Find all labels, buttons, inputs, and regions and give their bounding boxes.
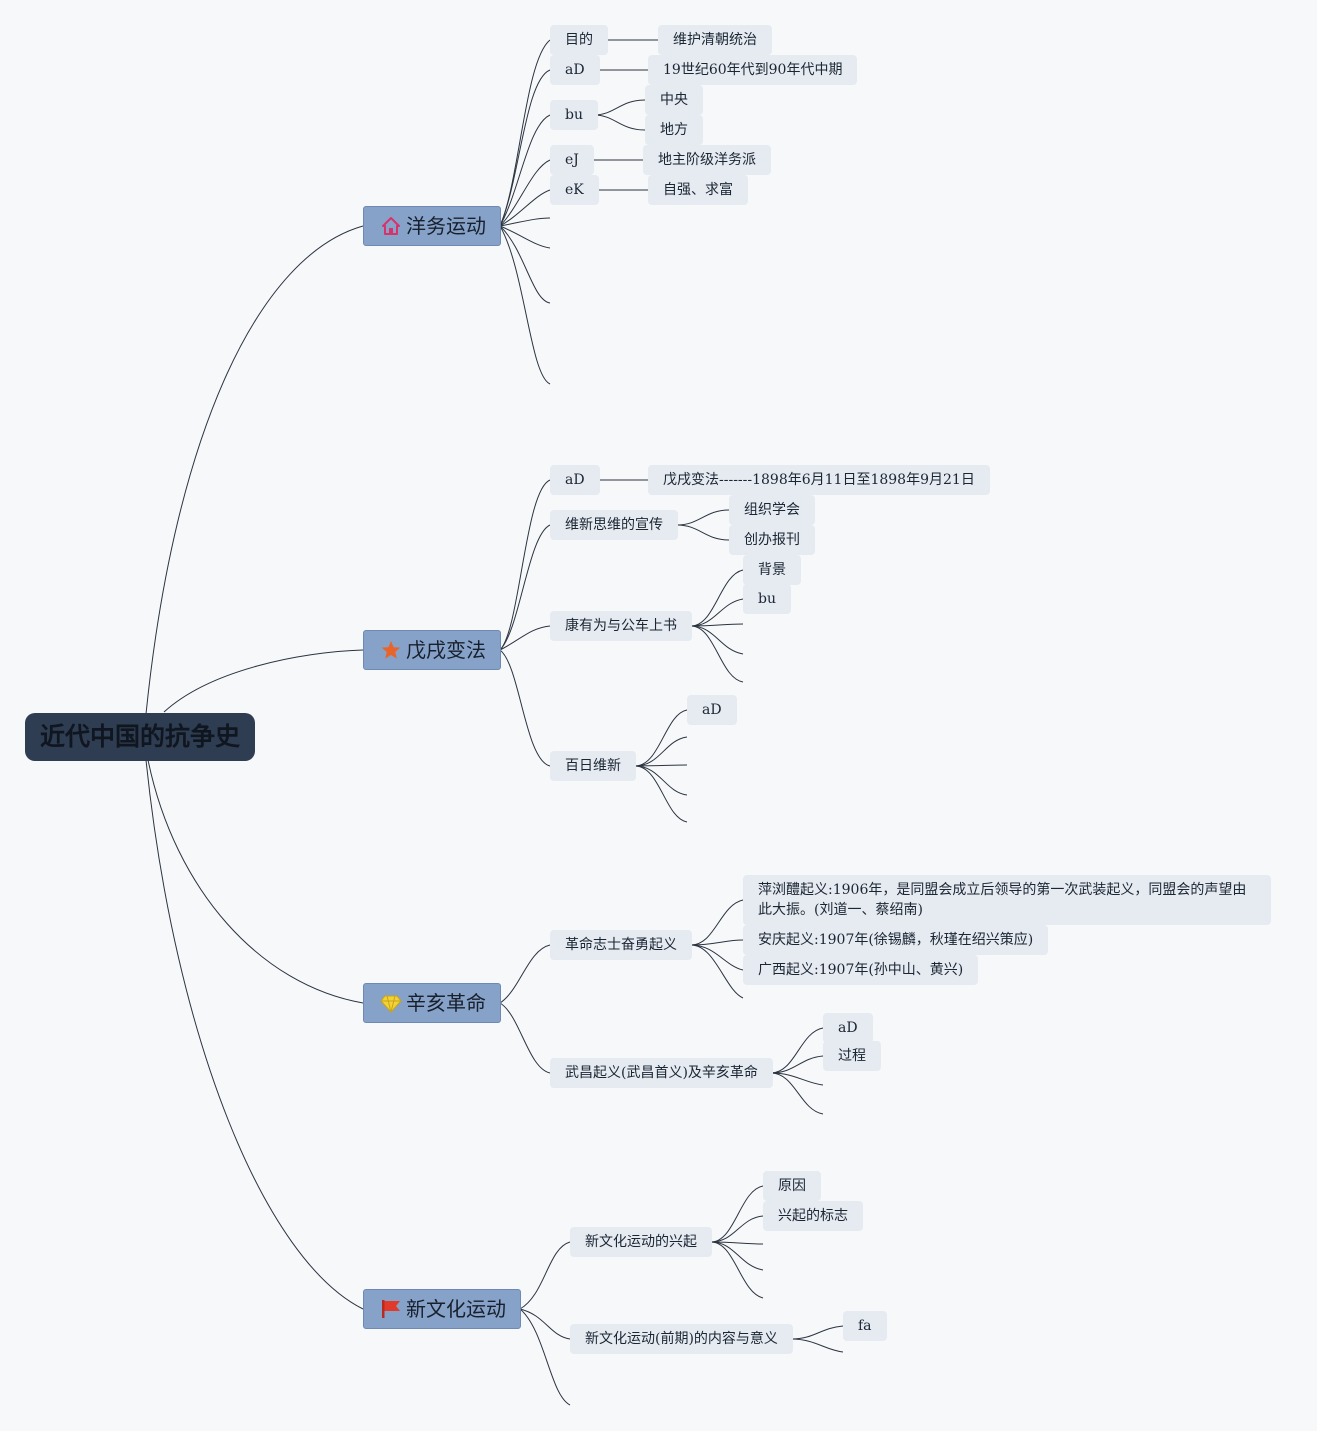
subtopic[interactable]: 武昌起义(武昌首义)及辛亥革命 xyxy=(550,1058,773,1088)
subtopic-label: 百日维新 xyxy=(565,758,621,774)
root-topic[interactable]: 近代中国的抗争史 xyxy=(25,713,256,761)
subtopic[interactable]: 百日维新 xyxy=(550,751,636,781)
leaf-label: 萍浏醴起义:1906年，是同盟会成立后领导的第一次武装起义，同盟会的声望由此大振… xyxy=(758,882,1247,918)
leaf-topic[interactable]: 背景 xyxy=(743,555,801,585)
leaf-topic[interactable]: aD xyxy=(687,695,737,725)
subtopic[interactable]: 维新思维的宣传 xyxy=(550,510,678,540)
leaf-label: fa xyxy=(858,1318,872,1334)
leaf-topic[interactable]: 原因 xyxy=(763,1171,821,1201)
leaf-label: bu xyxy=(758,591,776,607)
leaf-topic[interactable]: 组织学会 xyxy=(729,495,815,525)
leaf-topic[interactable]: 戊戌变法-------1898年6月11日至1898年9月21日 xyxy=(648,465,990,495)
leaf-label: 地主阶级洋务派 xyxy=(658,152,756,168)
leaf-topic[interactable]: bu xyxy=(743,584,791,614)
subtopic[interactable]: eJ xyxy=(550,145,594,175)
leaf-label: 地方 xyxy=(660,122,688,138)
leaf-label: 广西起义:1907年(孙中山、黄兴) xyxy=(758,962,964,978)
subtopic-label: 新文化运动的兴起 xyxy=(585,1234,697,1250)
leaf-label: 组织学会 xyxy=(744,502,800,518)
leaf-label: aD xyxy=(702,702,722,718)
subtopic[interactable]: 新文化运动(前期)的内容与意义 xyxy=(570,1324,793,1354)
branch-xinhai[interactable]: 辛亥革命 xyxy=(363,983,501,1023)
leaf-topic[interactable]: 19世纪60年代到90年代中期 xyxy=(648,55,858,85)
subtopic[interactable]: 康有为与公车上书 xyxy=(550,611,692,641)
subtopic-label: bu xyxy=(565,107,583,123)
leaf-label: 背景 xyxy=(758,562,786,578)
subtopic-label: 武昌起义(武昌首义)及辛亥革命 xyxy=(565,1065,758,1081)
branch-label: 新文化运动 xyxy=(406,1297,506,1321)
leaf-label: aD xyxy=(838,1020,858,1036)
leaf-topic[interactable]: 自强、求富 xyxy=(648,175,748,205)
leaf-label: 创办报刊 xyxy=(744,532,800,548)
leaf-topic[interactable]: 创办报刊 xyxy=(729,525,815,555)
branch-yangwu[interactable]: 洋务运动 xyxy=(363,206,501,246)
leaf-label: 自强、求富 xyxy=(663,182,733,198)
leaf-topic[interactable]: aD xyxy=(823,1013,873,1043)
leaf-topic[interactable]: 广西起义:1907年(孙中山、黄兴) xyxy=(743,955,979,985)
leaf-topic[interactable]: 中央 xyxy=(645,85,703,115)
branch-wuxu[interactable]: 戊戌变法 xyxy=(363,630,501,670)
flag-icon xyxy=(380,1294,402,1318)
leaf-topic[interactable]: 地方 xyxy=(645,115,703,145)
branch-label: 辛亥革命 xyxy=(406,991,486,1015)
leaf-label: 戊戌变法-------1898年6月11日至1898年9月21日 xyxy=(663,472,975,488)
subtopic-label: 目的 xyxy=(565,32,593,48)
branch-label: 戊戌变法 xyxy=(406,638,486,662)
branch-xinwenhua[interactable]: 新文化运动 xyxy=(363,1289,521,1329)
subtopic-label: aD xyxy=(565,62,585,78)
leaf-topic[interactable]: 地主阶级洋务派 xyxy=(643,145,771,175)
leaf-topic[interactable]: 安庆起义:1907年(徐锡麟，秋瑾在绍兴策应) xyxy=(743,925,1049,955)
subtopic[interactable]: 目的 xyxy=(550,25,608,55)
leaf-label: 过程 xyxy=(838,1048,866,1064)
subtopic[interactable]: aD xyxy=(550,465,600,495)
subtopic-label: 康有为与公车上书 xyxy=(565,618,677,634)
subtopic-label: 新文化运动(前期)的内容与意义 xyxy=(585,1331,778,1347)
leaf-topic[interactable]: 过程 xyxy=(823,1041,881,1071)
leaf-label: 中央 xyxy=(660,92,688,108)
subtopic-label: eJ xyxy=(565,152,579,168)
subtopic-label: 革命志士奋勇起义 xyxy=(565,937,677,953)
leaf-topic[interactable]: 维护清朝统治 xyxy=(658,25,772,55)
leaf-label: 兴起的标志 xyxy=(778,1208,848,1224)
leaf-label: 维护清朝统治 xyxy=(673,32,757,48)
leaf-topic[interactable]: fa xyxy=(843,1311,887,1341)
star-icon xyxy=(380,635,402,659)
subtopic[interactable]: 新文化运动的兴起 xyxy=(570,1227,712,1257)
subtopic-label: 维新思维的宣传 xyxy=(565,517,663,533)
subtopic[interactable]: bu xyxy=(550,100,598,130)
subtopic[interactable]: aD xyxy=(550,55,600,85)
leaf-label: 原因 xyxy=(778,1178,806,1194)
subtopic-label: aD xyxy=(565,472,585,488)
leaf-topic[interactable]: 萍浏醴起义:1906年，是同盟会成立后领导的第一次武装起义，同盟会的声望由此大振… xyxy=(743,875,1271,925)
root-topic-label: 近代中国的抗争史 xyxy=(40,722,241,751)
house-icon xyxy=(380,211,402,235)
leaf-label: 19世纪60年代到90年代中期 xyxy=(663,62,843,78)
leaf-label: 安庆起义:1907年(徐锡麟，秋瑾在绍兴策应) xyxy=(758,932,1034,948)
branch-label: 洋务运动 xyxy=(406,214,486,238)
diamond-icon xyxy=(380,988,402,1013)
subtopic[interactable]: 革命志士奋勇起义 xyxy=(550,930,692,960)
subtopic[interactable]: eK xyxy=(550,175,599,205)
subtopic-label: eK xyxy=(565,182,584,198)
leaf-topic[interactable]: 兴起的标志 xyxy=(763,1201,863,1231)
